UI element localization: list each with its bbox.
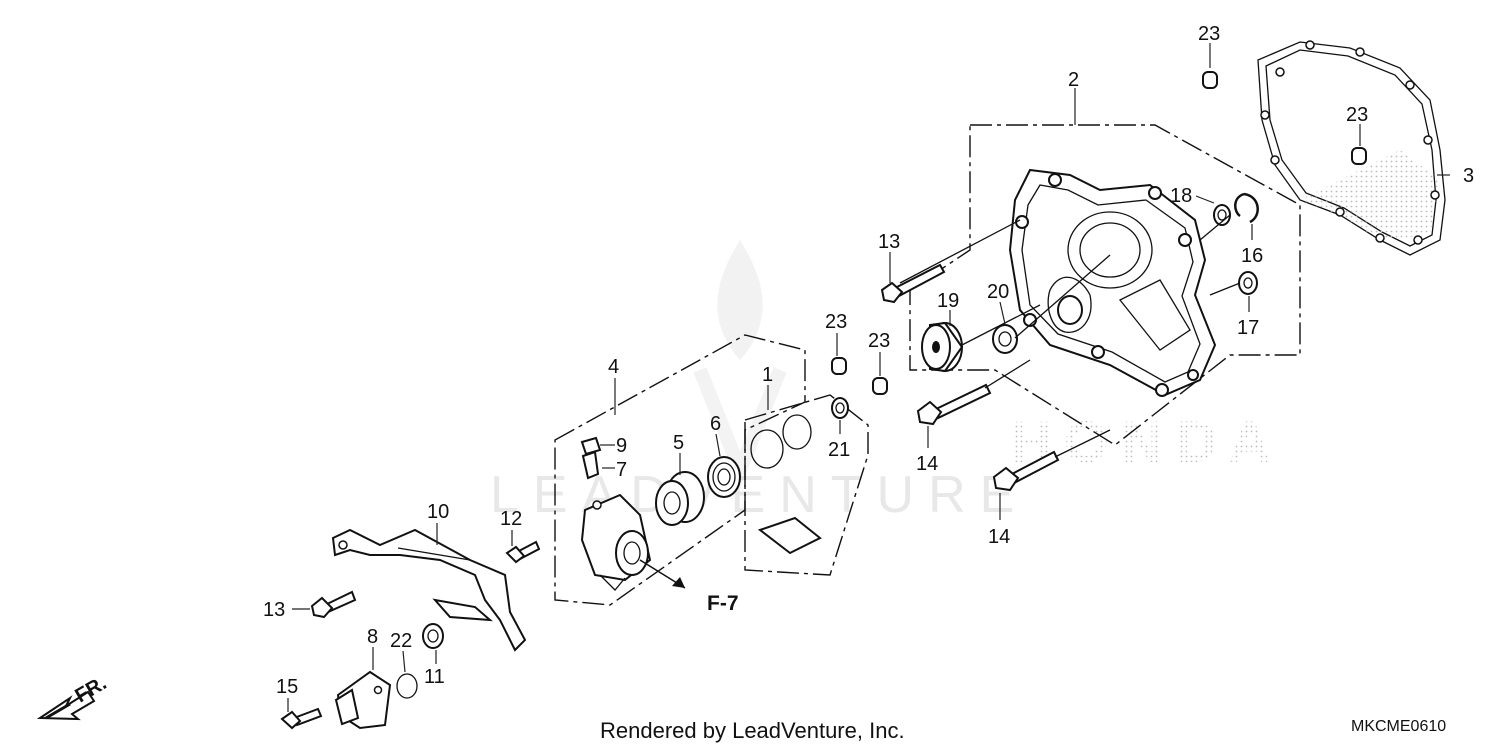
callout-20: 20	[987, 281, 1009, 303]
flange-bolt-part[interactable]	[916, 383, 992, 426]
callout-7: 7	[616, 459, 627, 481]
diagram-code: MKCME0610	[1351, 718, 1447, 735]
dowel-pin-part[interactable]	[872, 377, 888, 395]
callout-14: 14	[916, 453, 938, 475]
o-ring-part[interactable]	[396, 673, 418, 699]
o-ring-part[interactable]	[750, 414, 812, 469]
callout-15: 15	[276, 676, 298, 698]
flange-bolt-part[interactable]	[992, 450, 1060, 492]
callout-17: 17	[1237, 317, 1259, 339]
circlip-part[interactable]	[1234, 192, 1259, 224]
callout-13: 13	[878, 231, 900, 253]
callout-2: 2	[1068, 69, 1079, 91]
dowel-pin-part[interactable]	[1202, 71, 1218, 89]
callout-21: 21	[828, 439, 850, 461]
flange-bolt-part[interactable]	[880, 263, 946, 304]
grommet-part[interactable]	[422, 623, 444, 649]
callout-6: 6	[710, 413, 721, 435]
callout-10: 10	[427, 501, 449, 523]
callout-labels: 23 2 23 3 18 16 13 19 20 17 23 23 4 1 5 …	[263, 23, 1474, 698]
callout-12: 12	[500, 508, 522, 530]
impeller-part[interactable]	[655, 471, 705, 526]
callout-23: 23	[1346, 104, 1368, 126]
dowel-pin-part[interactable]	[831, 357, 847, 375]
dowel-pin-part[interactable]	[1351, 147, 1367, 165]
callout-19: 19	[937, 290, 959, 312]
callout-16: 16	[1241, 245, 1263, 267]
reference-arrow	[639, 559, 686, 589]
drain-bolt-part[interactable]	[580, 436, 602, 456]
callout-9: 9	[616, 435, 627, 457]
honda-watermark: HONDA	[1010, 410, 1283, 475]
callout-leaders	[287, 43, 1450, 712]
bracket-part[interactable]	[331, 528, 527, 652]
callout-23: 23	[1198, 23, 1220, 45]
gear-part[interactable]	[921, 321, 964, 373]
seal-plate-part[interactable]	[757, 516, 822, 555]
bolt-part[interactable]	[505, 540, 541, 564]
leadventure-watermark: LEADVENTURE	[490, 466, 1028, 524]
reference-label: F-7	[707, 592, 739, 615]
callout-11: 11	[424, 666, 445, 688]
callout-13: 13	[263, 599, 285, 621]
callout-5: 5	[673, 432, 684, 454]
spring-part[interactable]	[707, 456, 741, 498]
right-side-cover-part[interactable]	[1008, 168, 1217, 397]
callout-4: 4	[608, 356, 619, 378]
render-credit: Rendered by LeadVenture, Inc.	[600, 718, 905, 743]
callout-1: 1	[762, 364, 773, 386]
bearing-part[interactable]	[992, 324, 1018, 354]
seal-part[interactable]	[831, 397, 849, 419]
front-direction-arrow	[36, 690, 96, 721]
wing-logo-watermark	[693, 240, 787, 489]
callout-22: 22	[390, 630, 412, 652]
bolt-part[interactable]	[280, 707, 323, 730]
gasket-part[interactable]	[1257, 40, 1446, 256]
callout-14: 14	[988, 526, 1010, 548]
bleeder-part[interactable]	[581, 450, 600, 480]
water-pump-body-part[interactable]	[580, 493, 652, 591]
callout-8: 8	[367, 626, 378, 648]
callout-3: 3	[1463, 165, 1474, 187]
guide-lines	[899, 214, 1241, 458]
callout-23: 23	[868, 330, 890, 352]
bearing-part[interactable]	[1238, 271, 1258, 295]
flange-bolt-part[interactable]	[310, 590, 357, 619]
callout-18: 18	[1170, 185, 1192, 207]
callout-23: 23	[825, 311, 847, 333]
sensor-part[interactable]	[334, 670, 392, 730]
o-ring-kit-frame	[744, 394, 869, 576]
